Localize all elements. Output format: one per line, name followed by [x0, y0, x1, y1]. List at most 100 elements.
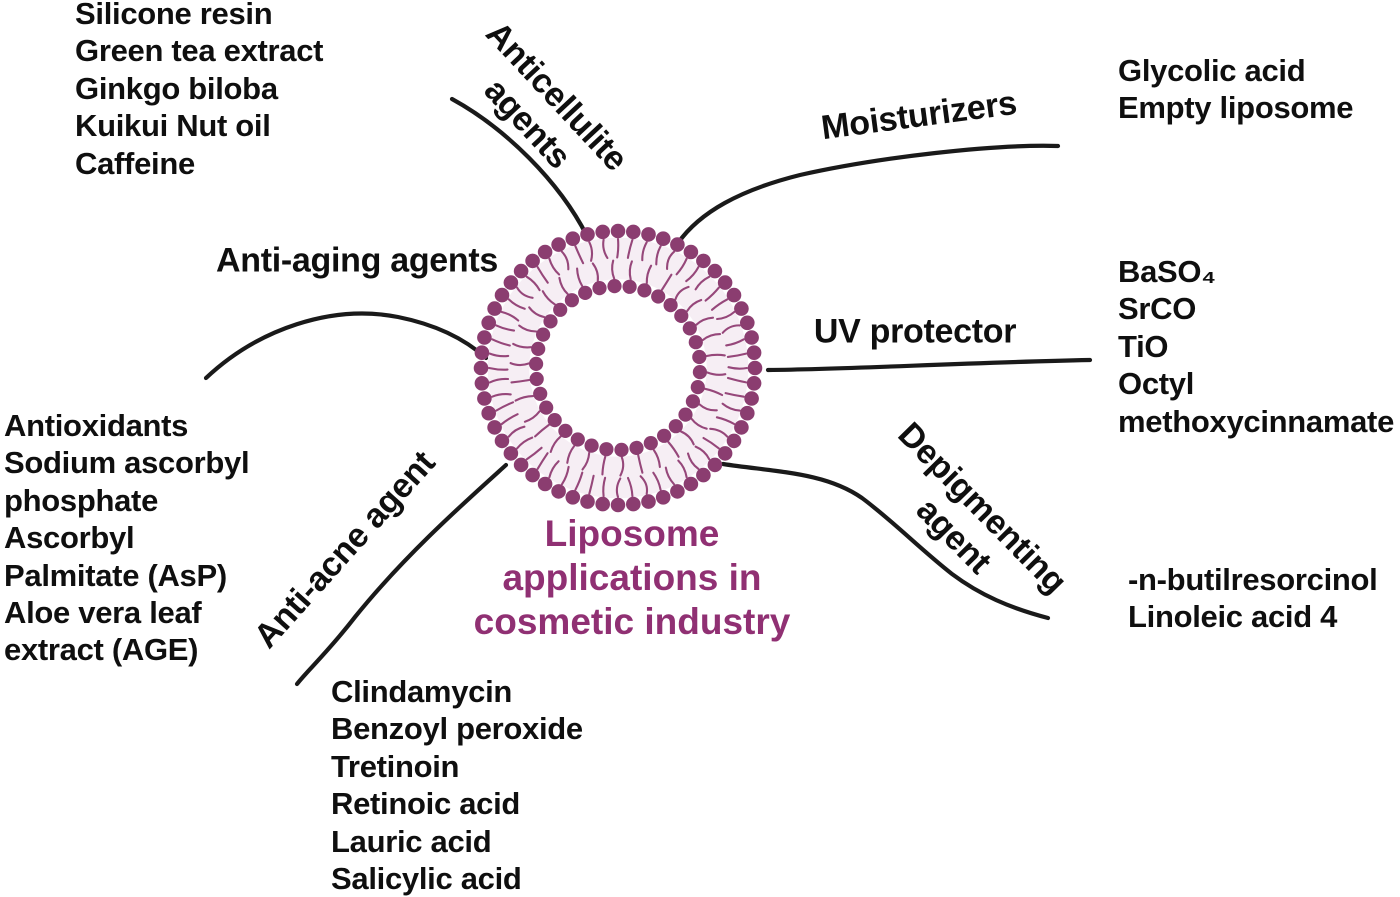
lipid-head-bead	[744, 330, 759, 345]
lipid-head-bead	[655, 490, 671, 505]
uv-protector-item: BaSO₄	[1118, 254, 1216, 289]
lipid-tail	[512, 342, 533, 349]
lipid-tail	[528, 306, 546, 319]
lipid-tail	[709, 427, 729, 438]
lipid-head-bead	[641, 227, 656, 242]
liposome-membrane-band	[487, 237, 749, 499]
moisturizers-item: Glycolic acid	[1118, 53, 1306, 88]
lipid-tail	[518, 324, 538, 333]
anti-aging-item: Aloe vera leaf	[4, 595, 202, 631]
lipid-tail	[690, 417, 708, 430]
lipid-tail	[500, 413, 519, 426]
lipid-tail	[637, 454, 644, 474]
lipid-head-bead	[692, 349, 707, 365]
lipid-tail	[566, 444, 576, 464]
lipid-head-bead	[696, 467, 711, 483]
lipid-head-bead	[670, 237, 685, 252]
lipid-head-bead	[553, 302, 568, 317]
lipid-head-bead	[551, 237, 566, 252]
anticellulite-item: Kuikui Nut oil	[75, 108, 271, 144]
lipid-tail	[706, 371, 727, 376]
lipid-head-bead	[503, 446, 519, 461]
lipid-tail	[507, 425, 526, 438]
anti-aging-item: Antioxidants	[4, 408, 189, 443]
lipid-head-bead	[551, 484, 566, 499]
anti-acne-item: Benzoyl peroxide	[331, 711, 583, 747]
lipid-head-bead	[578, 285, 593, 300]
lipid-tail	[616, 237, 620, 259]
lipid-head-bead	[685, 394, 701, 409]
anti-acne-item: Lauric acid	[331, 823, 492, 859]
lipid-tail	[674, 285, 690, 301]
lipid-tail	[704, 286, 720, 302]
lipid-tail	[514, 395, 535, 402]
lipid-head-bead	[525, 467, 540, 483]
lipid-tails	[487, 237, 749, 499]
lipid-tail	[705, 353, 726, 358]
lipid-head-bead	[734, 301, 749, 316]
lipid-head-bead	[726, 433, 742, 449]
lipid-head-bead	[531, 341, 546, 356]
center-title-line: applications in	[502, 557, 762, 598]
lipid-head-bead	[614, 442, 629, 457]
lipid-head-bead	[690, 380, 705, 395]
lipid-head-bead	[629, 440, 644, 455]
lipid-head-bead	[682, 321, 697, 336]
lipid-tail	[576, 267, 584, 288]
lipid-tail	[602, 476, 607, 498]
lipid-tail	[679, 430, 695, 446]
anticellulite-item: Caffeine	[75, 145, 195, 181]
lipid-tail	[507, 298, 526, 310]
lipid-head-bead	[610, 497, 626, 513]
lipid-head-bead	[707, 457, 723, 473]
lipid-tail	[574, 245, 585, 265]
lipid-tail	[724, 392, 745, 398]
lipid-tail	[558, 276, 569, 296]
lipid-head-bead	[539, 400, 554, 415]
connector-anti-aging	[203, 311, 489, 381]
lipid-tail	[686, 298, 703, 313]
lipid-tail	[677, 459, 688, 479]
lipid-tail	[525, 446, 543, 461]
lipid-tail	[491, 338, 511, 347]
lipid-head-bead	[696, 253, 711, 269]
lipid-tail	[615, 477, 622, 499]
lipid-heads	[473, 223, 763, 513]
lipid-head-bead	[543, 314, 558, 329]
lipid-head-bead	[533, 386, 548, 401]
anti-acne-item: Clindamycin	[331, 674, 513, 709]
lipid-head-bead	[622, 279, 637, 294]
lipid-tail	[660, 273, 673, 292]
lipid-head-bead	[481, 405, 497, 421]
lipid-tail	[726, 352, 748, 358]
lipid-tail	[581, 451, 591, 471]
lipid-head-bead	[477, 391, 492, 406]
lipid-tail	[715, 416, 736, 426]
anti-aging-item: extract (AGE)	[4, 632, 199, 668]
lipid-head-bead	[558, 423, 573, 438]
lipid-head-bead	[726, 287, 742, 303]
center-title-line: Liposome	[544, 513, 720, 554]
lipid-tail	[655, 245, 662, 266]
anti-aging-item: Sodium ascorbyl	[4, 445, 250, 481]
lipid-head-bead	[683, 244, 699, 260]
liposome-illustration	[473, 223, 763, 513]
lipid-tail	[702, 436, 720, 450]
lipid-tail	[725, 338, 745, 347]
uv-protector-item: Octyl	[1118, 366, 1195, 402]
lipid-tail	[495, 401, 515, 412]
lipid-head-bead	[570, 432, 585, 447]
connector-anti-acne	[294, 462, 509, 687]
lipid-head-bead	[643, 436, 658, 451]
anti-aging-label: Anti-aging agents	[215, 241, 499, 280]
lipid-head-bead	[740, 315, 755, 331]
lipid-head-bead	[525, 253, 540, 269]
lipid-tail	[523, 410, 541, 423]
lipid-tail	[698, 403, 718, 412]
lipid-tail	[721, 402, 741, 412]
